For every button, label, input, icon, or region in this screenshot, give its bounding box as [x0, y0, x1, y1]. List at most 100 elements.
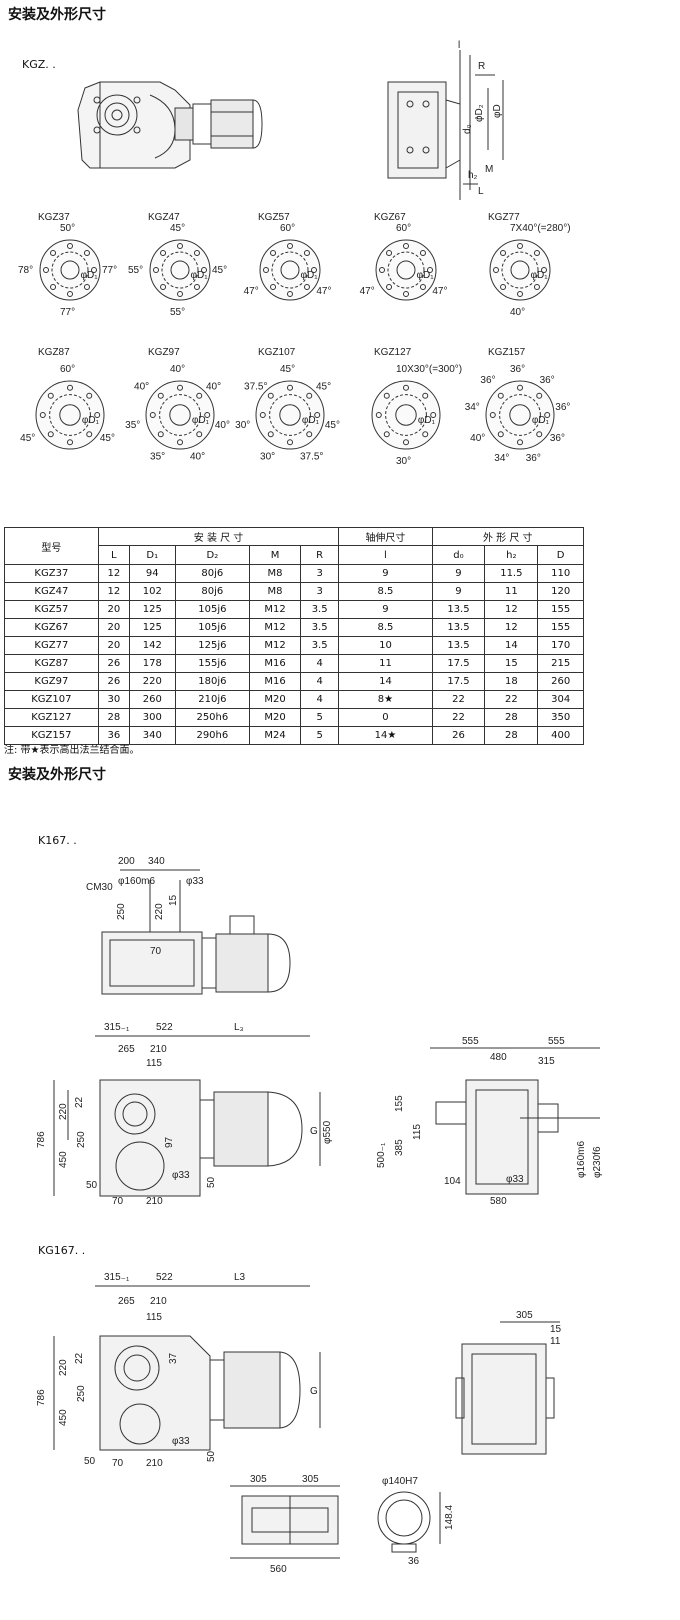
- k167-side-dim: 155: [394, 1095, 405, 1112]
- kg167-bottom-dim: 148.4: [444, 1505, 455, 1530]
- flange-angle: 45°: [325, 420, 340, 431]
- flange-angle: 40°: [170, 364, 185, 375]
- group-install: 安 装 尺 寸: [97, 527, 340, 546]
- kg167-side-dim: 305: [516, 1310, 533, 1321]
- value-cell: M12: [249, 600, 301, 619]
- flange-d1: φD₁: [81, 270, 99, 281]
- flange-row-1: KGZ3750°77°77°78°φD₁KGZ4745°45°55°55°φD₁…: [18, 212, 571, 318]
- section-title-2: 安装及外形尺寸: [8, 767, 106, 783]
- kg167-side-dim: 15: [550, 1324, 562, 1335]
- flange-angle: 60°: [396, 223, 411, 234]
- flange-angle: 45°: [280, 364, 295, 375]
- value-cell: 155: [537, 618, 584, 637]
- kg167-dim: 786: [36, 1389, 47, 1406]
- value-cell: 8.5: [338, 618, 433, 637]
- kg167-dim: 210: [146, 1458, 163, 1469]
- flange-angle: 10X30°(=300°): [396, 364, 462, 375]
- kg167-dim: φ33: [172, 1436, 190, 1447]
- flange-angle: 60°: [60, 364, 75, 375]
- model-cell: KGZ57: [4, 600, 99, 619]
- value-cell: 26: [431, 726, 486, 745]
- value-cell: 28: [484, 708, 539, 727]
- flange-d1: φD₁: [82, 415, 100, 426]
- value-cell: 20: [97, 600, 130, 619]
- model-cell: KGZ97: [4, 672, 99, 691]
- dim-d0: d₀: [462, 124, 473, 134]
- flange-name: KGZ47: [148, 212, 180, 223]
- value-cell: 26: [97, 672, 130, 691]
- value-cell: 9: [338, 600, 433, 619]
- model-cell: KGZ127: [4, 708, 99, 727]
- kg167-dim: 522: [156, 1272, 173, 1283]
- value-cell: 13.5: [431, 636, 486, 655]
- value-cell: 18: [484, 672, 539, 691]
- k167-dim: 250: [116, 903, 127, 920]
- flange-angle: 37.5°: [244, 381, 267, 392]
- kg167-dim: G: [310, 1386, 318, 1397]
- flange-d1: φD₁: [301, 270, 319, 281]
- value-cell: M8: [249, 564, 301, 583]
- value-cell: 105j6: [174, 618, 251, 637]
- flange-angle: 36°: [540, 375, 555, 386]
- value-cell: 14★: [338, 726, 433, 745]
- k167-top-drawing: 200 340 φ160m6 φ33 CM30 250 220 15 70: [86, 856, 291, 995]
- k167-side-dim: 315: [538, 1056, 555, 1067]
- flange-d1: φD₁: [192, 415, 210, 426]
- flange-angle: 47°: [432, 286, 447, 297]
- value-cell: 155: [537, 600, 584, 619]
- value-cell: 215: [537, 654, 584, 673]
- kg167-dim: 210: [150, 1296, 167, 1307]
- flange-d1: φD₁: [302, 415, 320, 426]
- k167-dim: 450: [58, 1151, 69, 1168]
- flange-angle: 34°: [465, 402, 480, 413]
- flange-angle: 55°: [170, 307, 185, 318]
- flange-angle: 45°: [100, 433, 115, 444]
- sub-header: L: [97, 545, 130, 565]
- flange-name: KGZ67: [374, 212, 406, 223]
- sub-header: D₁: [128, 545, 176, 565]
- value-cell: 0: [338, 708, 433, 727]
- group-outline: 外 形 尺 寸: [431, 527, 585, 546]
- dim-R: R: [478, 61, 485, 72]
- value-cell: 28: [484, 726, 539, 745]
- value-cell: 22: [431, 690, 486, 709]
- k167-dim: φ550: [322, 1120, 333, 1144]
- k167-side-dim: φ160m6: [576, 1141, 587, 1178]
- value-cell: 3.5: [299, 636, 340, 655]
- sub-header: D₂: [174, 545, 251, 565]
- value-cell: 210j6: [174, 690, 251, 709]
- flange-angle: 37.5°: [300, 451, 323, 462]
- value-cell: 12: [484, 618, 539, 637]
- k167-dim: 15: [168, 894, 179, 906]
- value-cell: 11: [484, 582, 539, 601]
- value-cell: M16: [249, 672, 301, 691]
- sub-header: l: [338, 545, 433, 565]
- flange-angle: 78°: [18, 265, 33, 276]
- value-cell: 36: [97, 726, 130, 745]
- kg167-dim: 22: [74, 1352, 85, 1364]
- k167-main-drawing: 315₋₁ 522 L₃ 265 210 115 220 22 786 250 …: [36, 1022, 333, 1207]
- value-cell: 13.5: [431, 600, 486, 619]
- flange-name: KGZ107: [258, 347, 296, 358]
- value-cell: 17.5: [431, 654, 486, 673]
- k167-dim: 97: [164, 1136, 175, 1148]
- value-cell: 220: [128, 672, 176, 691]
- flange-angle: 35°: [150, 451, 165, 462]
- value-cell: 4: [299, 654, 340, 673]
- value-cell: 350: [537, 708, 584, 727]
- k167-dim: 210: [150, 1044, 167, 1055]
- value-cell: 94: [128, 564, 176, 583]
- flange-angle: 36°: [510, 364, 525, 375]
- model-cell: KGZ47: [4, 582, 99, 601]
- value-cell: 102: [128, 582, 176, 601]
- flange-d1: φD₁: [191, 270, 209, 281]
- flange-angle: 40°: [134, 381, 149, 392]
- dim-D2: φD₂: [474, 104, 485, 122]
- kg167-dim: 315₋₁: [104, 1272, 130, 1283]
- k167-label: K167. .: [38, 834, 77, 847]
